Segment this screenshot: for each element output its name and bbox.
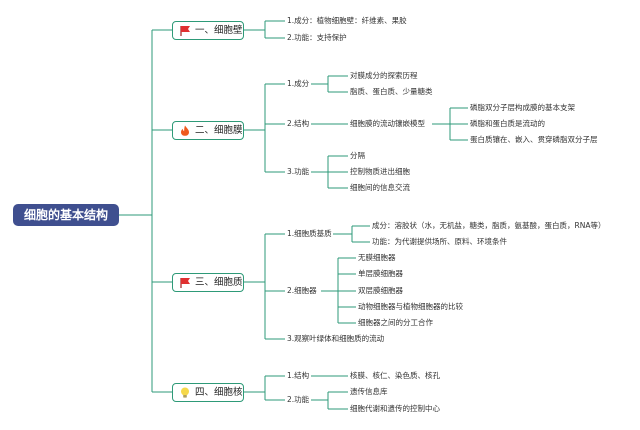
nucleus-structure-parts[interactable]: 核膜、核仁、染色质、核孔: [350, 371, 440, 380]
chloroplast-observation[interactable]: 3.观察叶绿体和细胞质的流动: [287, 334, 385, 343]
membrane-function-1[interactable]: 分隔: [350, 151, 365, 160]
red-flag-icon: [180, 278, 190, 288]
organelle-item-2[interactable]: 单层膜细胞器: [358, 269, 403, 278]
cytosol-function[interactable]: 功能：为代谢提供场所、原料、环境条件: [372, 237, 507, 246]
organelle-item-4[interactable]: 动物细胞器与植物细胞器的比较: [358, 302, 463, 311]
membrane-composition-contents[interactable]: 脂质、蛋白质、少量糖类: [350, 87, 433, 96]
section-cell-wall[interactable]: 一、细胞壁: [172, 21, 244, 40]
section-label: 二、细胞膜: [195, 125, 243, 136]
fluid-mosaic-model[interactable]: 细胞膜的流动镶嵌模型: [350, 119, 425, 128]
cytosol[interactable]: 1.细胞质基质: [287, 229, 332, 238]
cytosol-composition[interactable]: 成分：溶胶状（水，无机盐，糖类，脂质，氨基酸，蛋白质，RNA等）: [372, 221, 606, 230]
membrane-function-3[interactable]: 细胞间的信息交流: [350, 183, 410, 192]
nucleus-function[interactable]: 2.功能: [287, 395, 310, 404]
cell-wall-composition[interactable]: 1.成分：植物细胞壁：纤维素、果胶: [287, 16, 407, 25]
membrane-function-2[interactable]: 控制物质进出细胞: [350, 167, 410, 176]
membrane-composition[interactable]: 1.成分: [287, 79, 310, 88]
organelle-item-3[interactable]: 双层膜细胞器: [358, 286, 403, 295]
nucleus-function-1[interactable]: 遗传信息库: [350, 387, 388, 396]
section-cytoplasm[interactable]: 三、细胞质: [172, 273, 244, 292]
membrane-composition-history[interactable]: 对膜成分的探索历程: [350, 71, 418, 80]
red-flag-icon: [180, 26, 190, 36]
section-label: 三、细胞质: [195, 277, 243, 288]
model-point-3[interactable]: 蛋白质镶在、嵌入、贯穿磷脂双分子层: [470, 135, 598, 144]
section-label: 一、细胞壁: [195, 25, 243, 36]
section-cell-membrane[interactable]: 二、细胞膜: [172, 121, 244, 140]
lightbulb-icon: [181, 387, 189, 398]
nucleus-function-2[interactable]: 细胞代谢和遗传的控制中心: [350, 404, 440, 413]
membrane-function[interactable]: 3.功能: [287, 167, 310, 176]
nucleus-structure[interactable]: 1.结构: [287, 371, 310, 380]
cell-wall-function[interactable]: 2.功能：支持保护: [287, 33, 347, 42]
model-point-2[interactable]: 磷脂和蛋白质是流动的: [470, 119, 545, 128]
root-node[interactable]: 细胞的基本结构: [13, 204, 119, 226]
model-point-1[interactable]: 磷脂双分子层构成膜的基本支架: [470, 103, 575, 112]
organelle-item-1[interactable]: 无膜细胞器: [358, 253, 396, 262]
membrane-structure[interactable]: 2.结构: [287, 119, 310, 128]
section-nucleus[interactable]: 四、细胞核: [172, 383, 244, 402]
section-label: 四、细胞核: [195, 387, 243, 398]
organelle-item-5[interactable]: 细胞器之间的分工合作: [358, 318, 433, 327]
organelles[interactable]: 2.细胞器: [287, 286, 317, 295]
fire-icon: [181, 125, 189, 136]
